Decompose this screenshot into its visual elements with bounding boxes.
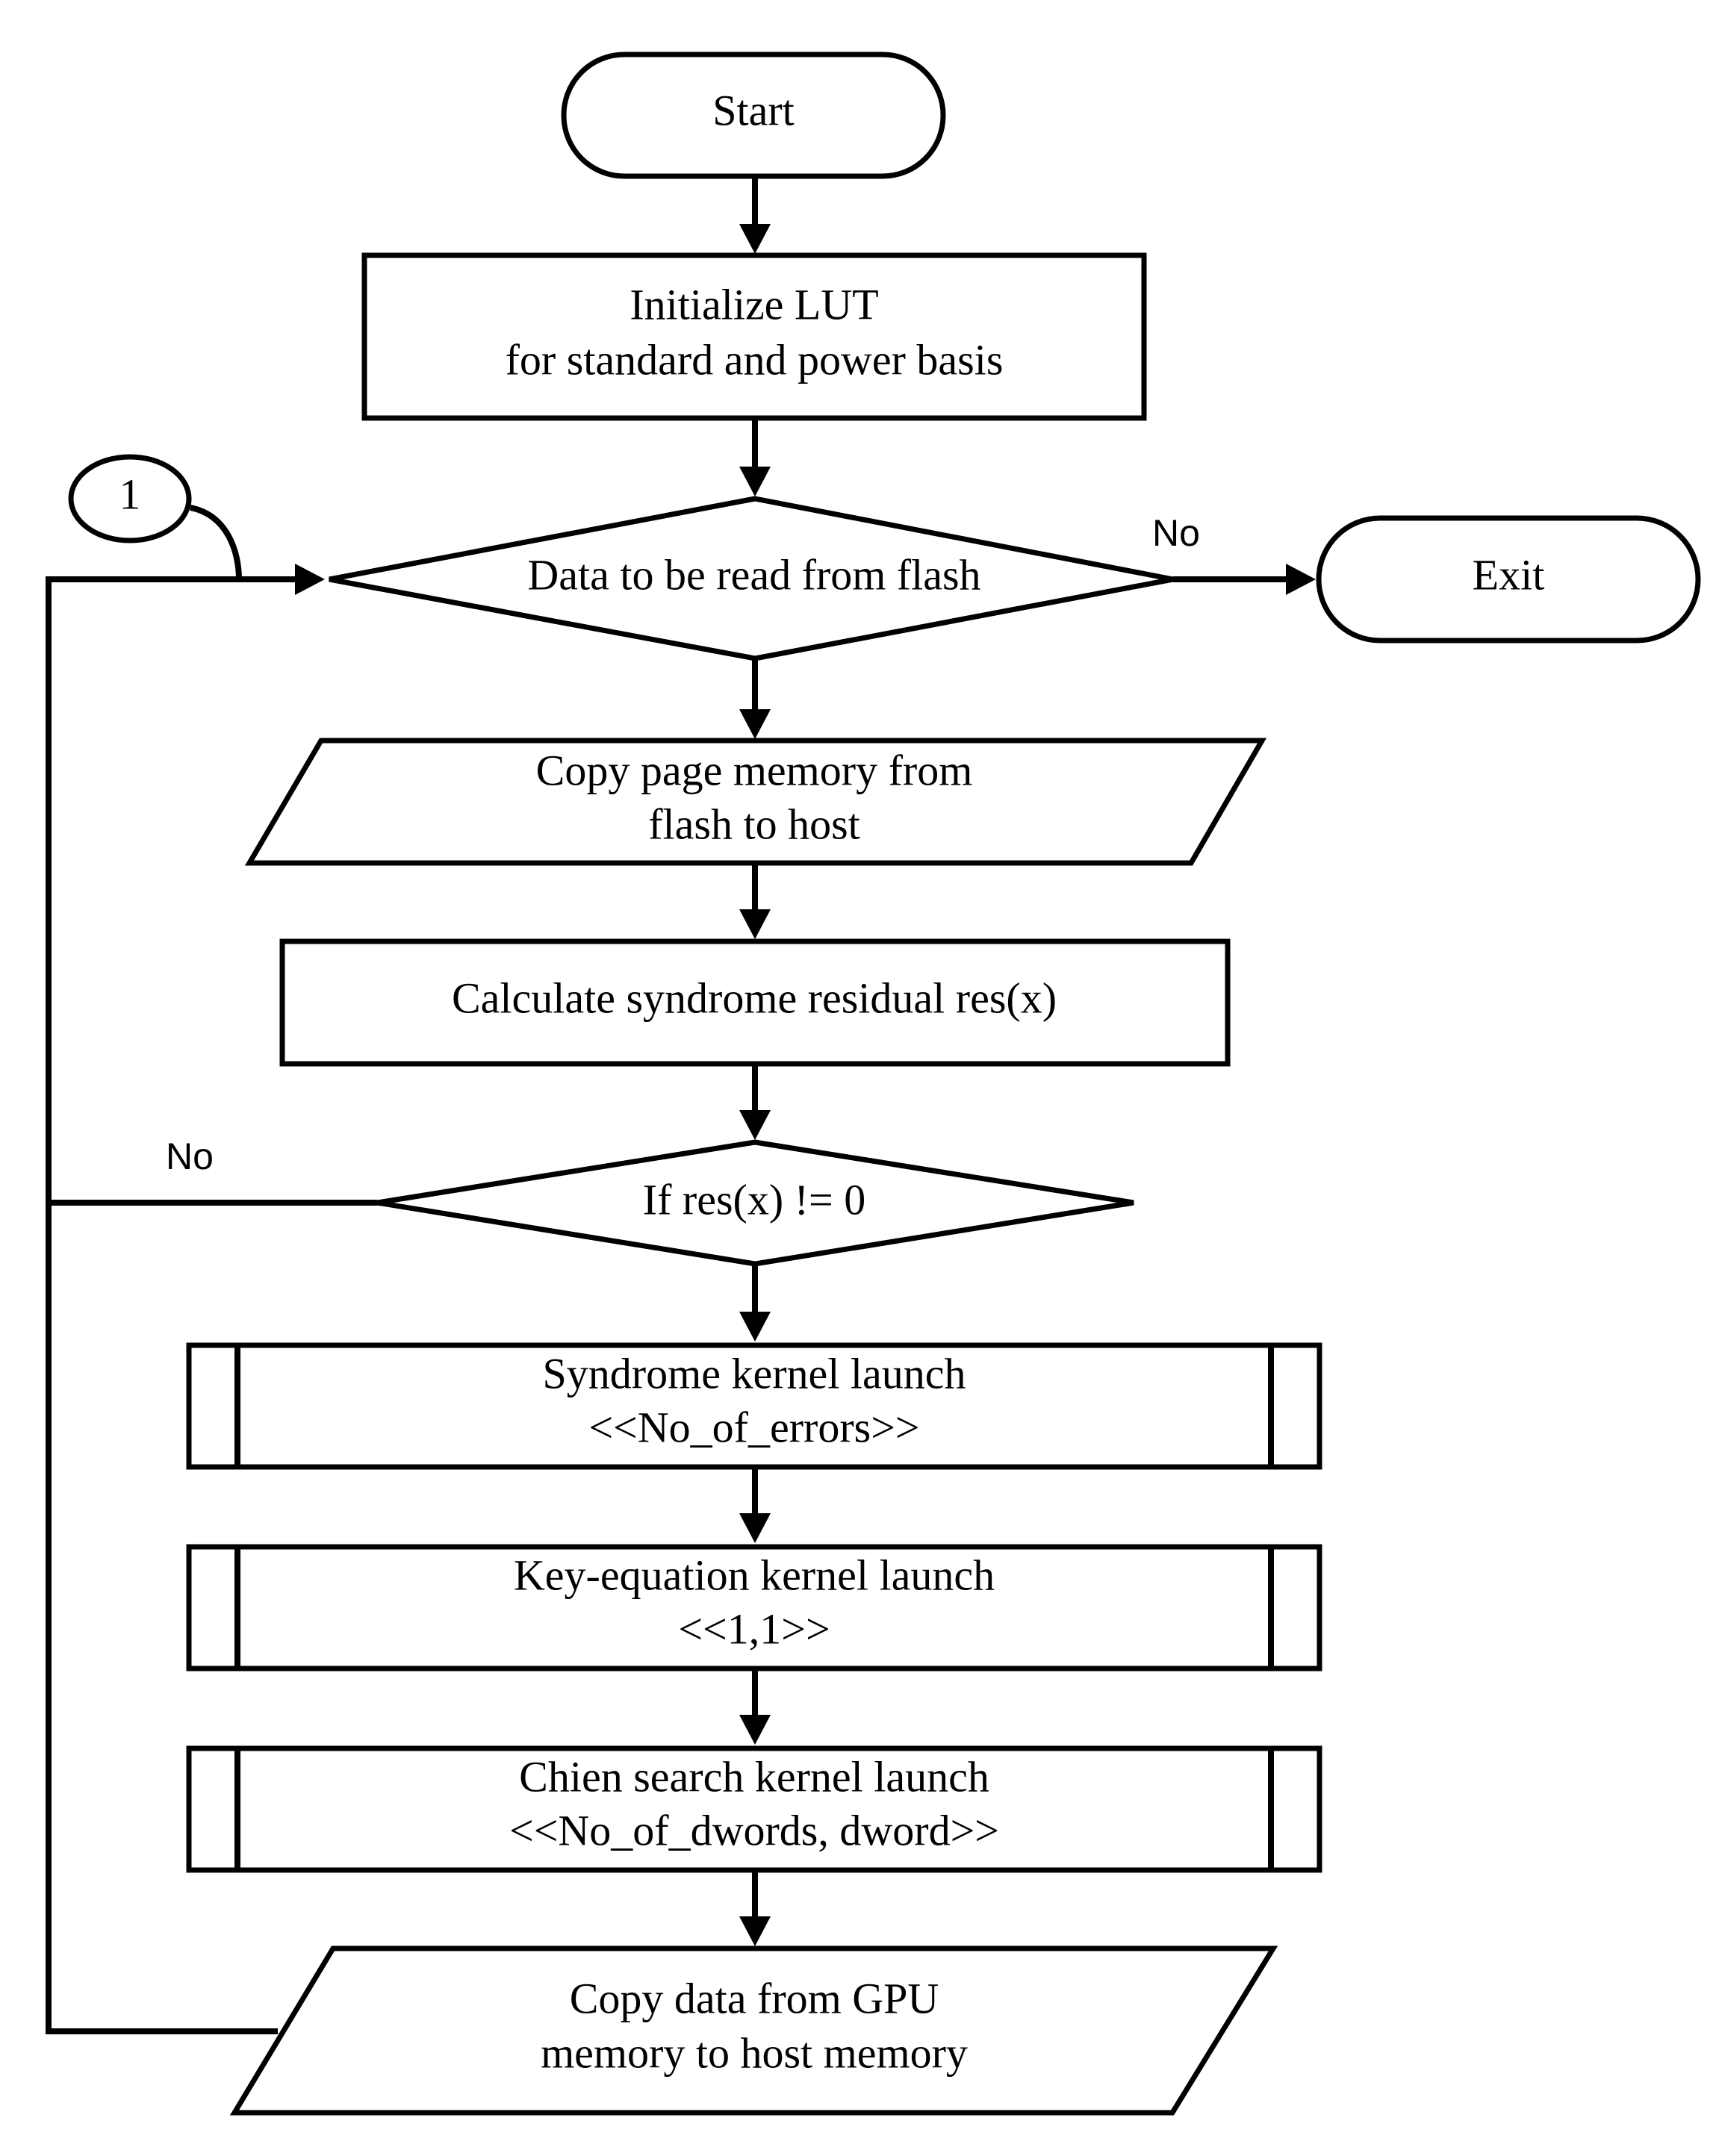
arrowhead (295, 564, 325, 595)
copy-gpu-line1: Copy data from GPU (570, 1974, 939, 2022)
copy-page-line2: flash to host (648, 800, 860, 848)
start-node: Start (561, 52, 946, 179)
res-decision-label: If res(x) != 0 (643, 1175, 865, 1224)
copy-gpu-node: Copy data from GPU memory to host memory (229, 1945, 1278, 2116)
exit-label: Exit (1473, 550, 1545, 599)
chien-kernel-line1: Chien search kernel launch (519, 1752, 989, 1801)
key-kernel-line1: Key-equation kernel launch (514, 1551, 995, 1599)
arrowhead (1286, 564, 1316, 595)
arrowhead (739, 224, 771, 254)
res-no-label: No (166, 1135, 214, 1177)
copy-gpu-line2: memory to host memory (541, 2028, 968, 2077)
arrowhead (739, 467, 771, 496)
arrowhead (739, 1715, 771, 1745)
syndrome-kernel-line2: <<No_of_errors>> (588, 1403, 919, 1451)
key-kernel-line2: <<1,1>> (678, 1604, 830, 1653)
syndrome-kernel-node: Syndrome kernel launch <<No_of_errors>> (186, 1342, 1322, 1470)
chien-kernel-line2: <<No_of_dwords, dword>> (509, 1806, 999, 1854)
syndrome-kernel-line1: Syndrome kernel launch (543, 1349, 966, 1398)
arrowhead (739, 709, 771, 739)
edge-loop-back (46, 576, 302, 2034)
arrowhead (739, 1513, 771, 1543)
connector-1-label: 1 (119, 470, 141, 518)
key-kernel-node: Key-equation kernel launch <<1,1>> (186, 1544, 1322, 1671)
copy-page-line1: Copy page memory from (536, 746, 973, 794)
init-lut-line1: Initialize LUT (630, 280, 878, 328)
connector-curve (190, 505, 242, 580)
init-lut-line2: for standard and power basis (506, 335, 1004, 384)
data-decision-label: Data to be read from flash (527, 550, 980, 599)
connectors (46, 176, 1316, 2034)
exit-node: Exit (1316, 515, 1701, 644)
arrowhead (739, 1312, 771, 1342)
arrowhead (739, 1916, 771, 1946)
copy-page-node: Copy page memory from flash to host (244, 738, 1267, 866)
start-label: Start (712, 86, 795, 134)
init-lut-node: Initialize LUT for standard and power ba… (361, 252, 1147, 421)
connector-1-node: 1 (68, 454, 192, 543)
calc-syndrome-label: Calculate syndrome residual res(x) (452, 973, 1057, 1022)
res-decision-node: If res(x) != 0 (376, 1139, 1134, 1267)
arrowhead (739, 1110, 771, 1140)
data-decision-node: Data to be read from flash (329, 496, 1174, 661)
arrowhead (739, 909, 771, 939)
chien-kernel-node: Chien search kernel launch <<No_of_dword… (186, 1745, 1322, 1873)
data-no-label: No (1152, 512, 1200, 554)
calc-syndrome-node: Calculate syndrome residual res(x) (279, 938, 1231, 1067)
